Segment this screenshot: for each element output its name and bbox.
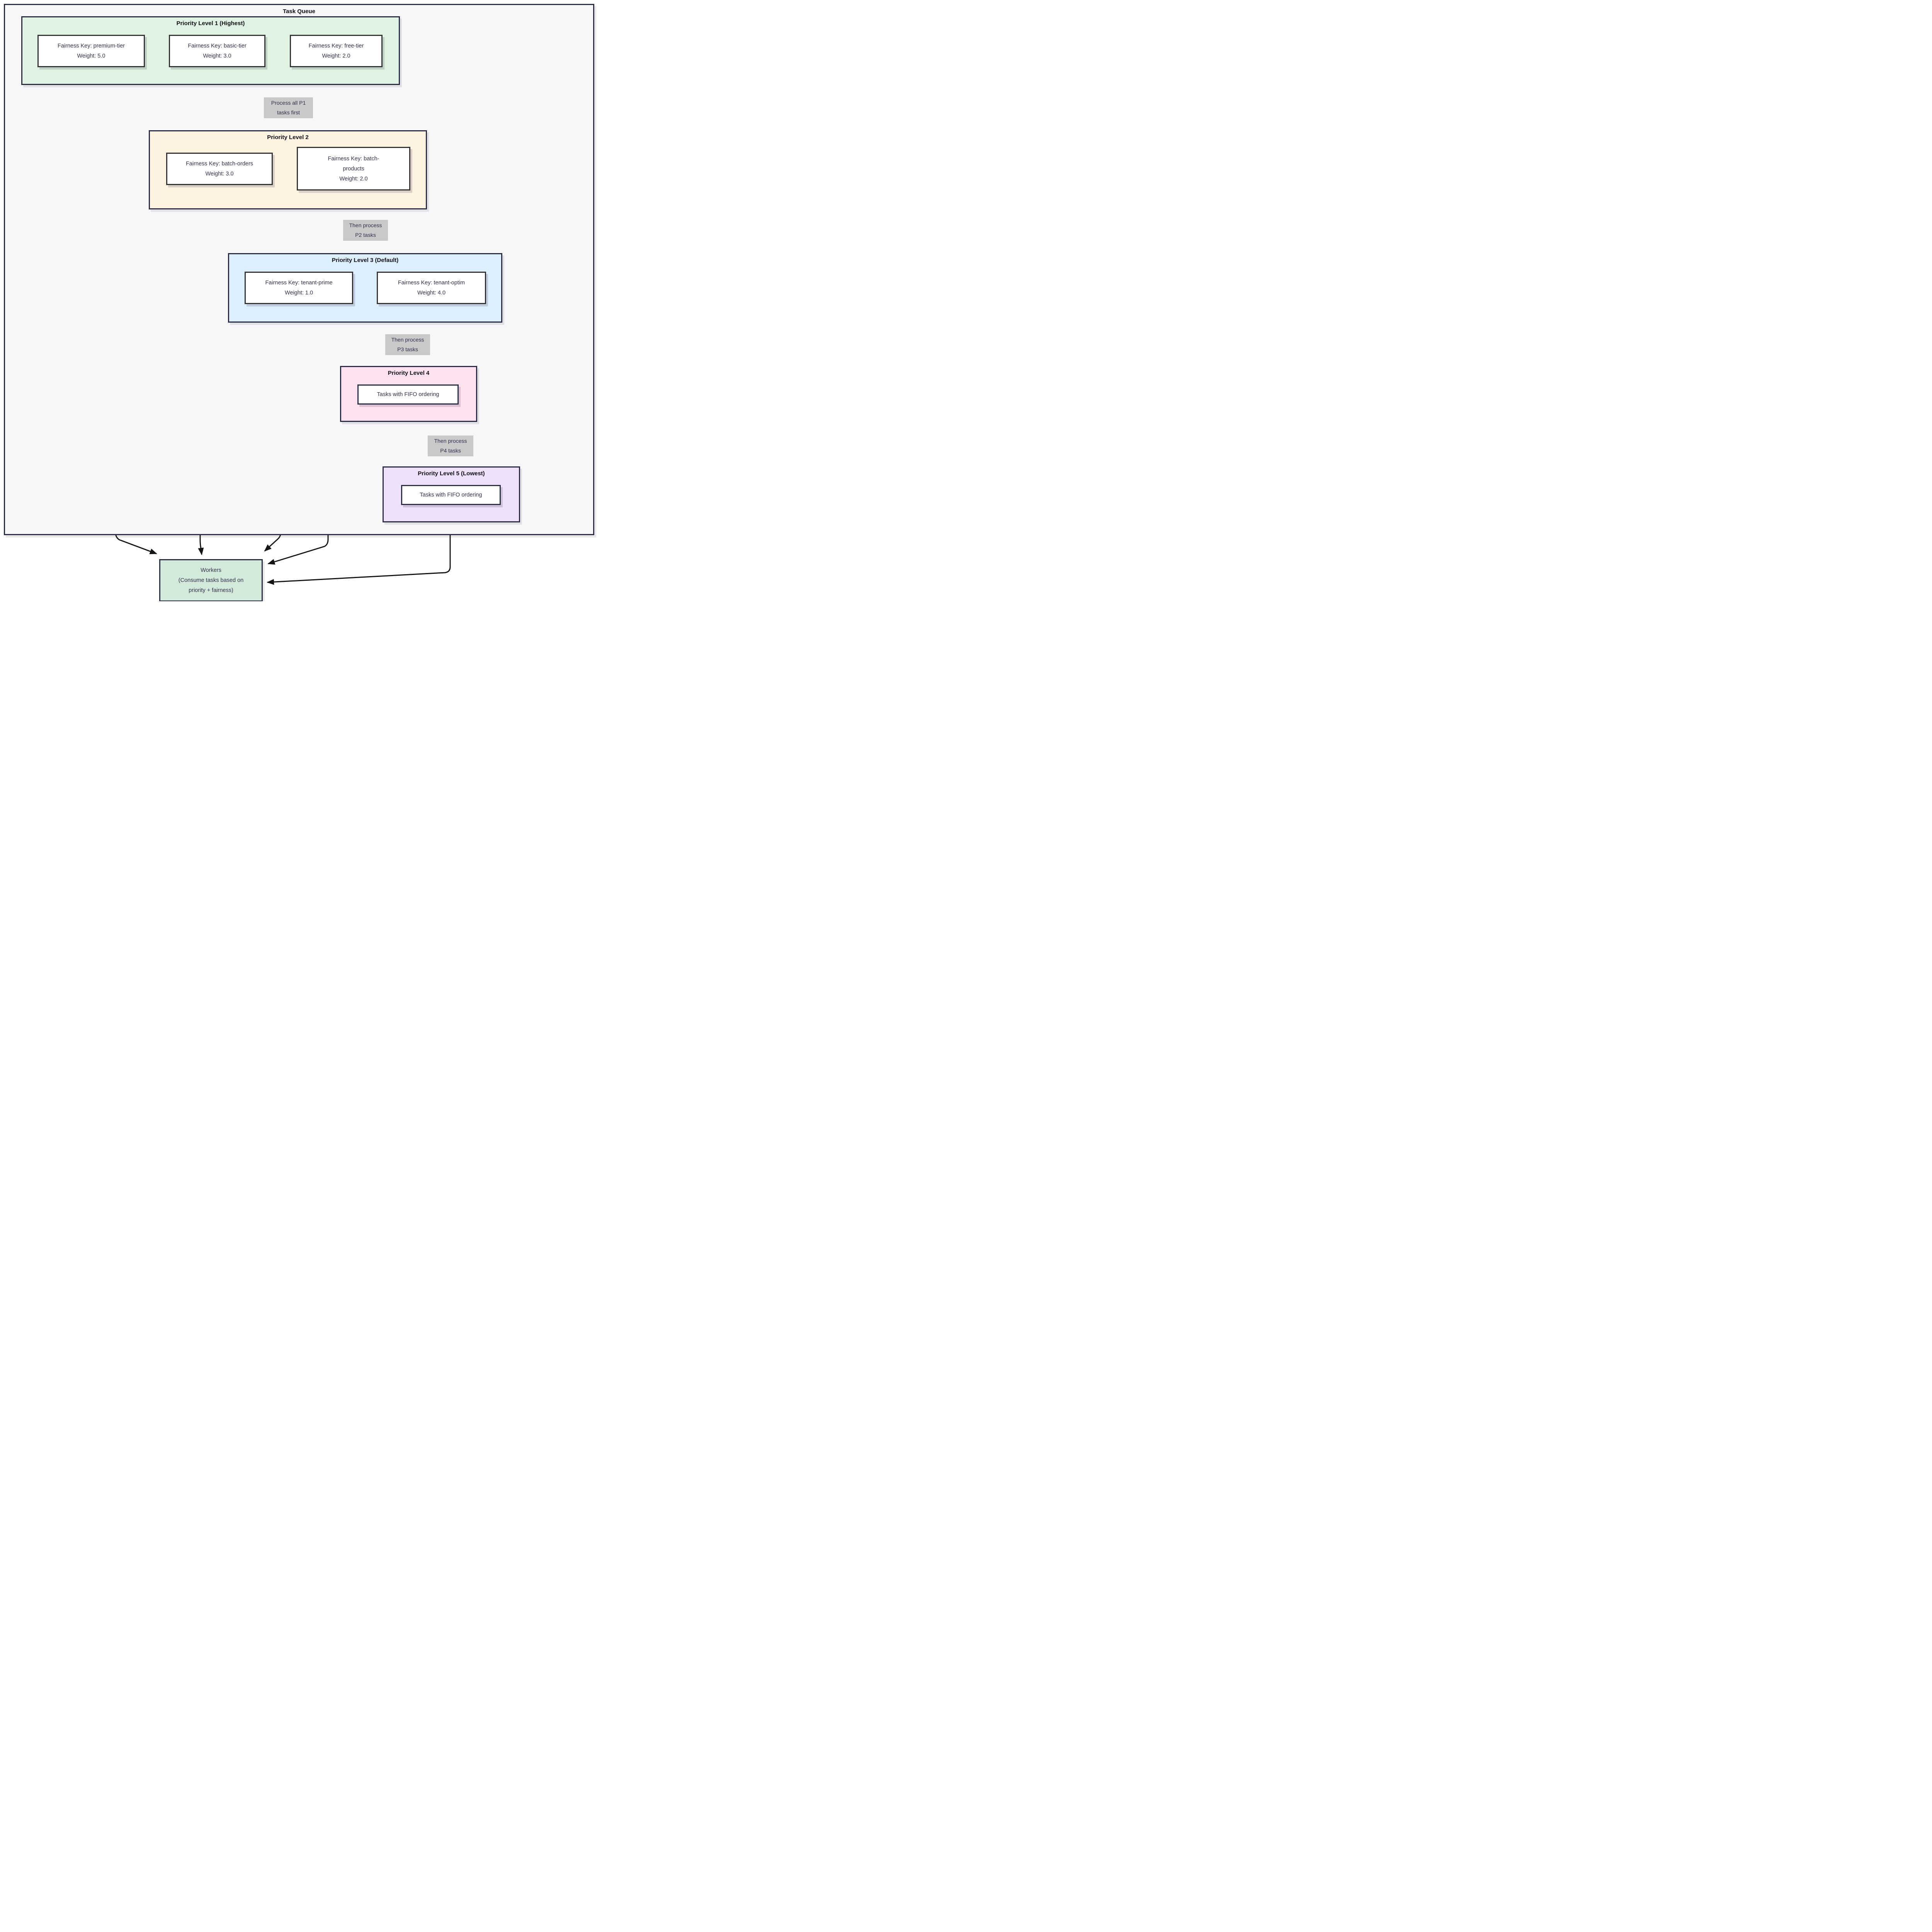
node-line: Fairness Key: batch-orders [185, 161, 253, 167]
group-title: Priority Level 3 (Default) [332, 257, 399, 264]
edge-label-process-p3: Then process P3 tasks [385, 334, 430, 355]
edge-label-process-p4: Then process P4 tasks [428, 435, 473, 456]
node-line: Workers [201, 567, 221, 573]
node-line: Weight: 3.0 [203, 53, 231, 59]
edge-label-process-p2: Then process P2 tasks [343, 220, 388, 241]
node-line: products [343, 165, 364, 172]
node-line: Fairness Key: premium-tier [57, 43, 125, 49]
node-line: Weight: 1.0 [284, 290, 313, 296]
edge-label-line: Then process [434, 438, 467, 444]
node-line: Weight: 2.0 [322, 53, 350, 59]
node-line: Fairness Key: free-tier [308, 43, 364, 49]
edge-label-line: Process all P1 [271, 100, 306, 106]
node-line: Weight: 4.0 [417, 290, 446, 296]
node-premium-tier: Fairness Key: premium-tier Weight: 5.0 [37, 35, 145, 67]
edge-label-line: P3 tasks [397, 346, 418, 352]
edge-label-process-p1: Process all P1 tasks first [264, 97, 313, 118]
node-line: Fairness Key: tenant-prime [265, 280, 333, 286]
node-tenant-optim: Fairness Key: tenant-optim Weight: 4.0 [377, 272, 486, 304]
node-line: Weight: 2.0 [339, 175, 368, 182]
group-title: Priority Level 2 [267, 134, 309, 141]
node-p5-fifo: Tasks with FIFO ordering [401, 485, 501, 505]
edge-label-line: Then process [349, 222, 382, 228]
group-title: Priority Level 1 (Highest) [176, 20, 245, 27]
node-p4-fifo: Tasks with FIFO ordering [357, 384, 459, 405]
diagram-title: Task Queue [283, 8, 315, 15]
flowchart-canvas: Task Queue Priority Level 1 (Highest) Pr… [0, 0, 596, 601]
group-title: Priority Level 5 (Lowest) [418, 470, 485, 477]
node-line: Tasks with FIFO ordering [377, 391, 439, 398]
node-batch-orders: Fairness Key: batch-orders Weight: 3.0 [166, 153, 273, 185]
node-line: (Consume tasks based on [178, 577, 244, 583]
edge-label-line: Then process [391, 337, 424, 343]
group-title: Priority Level 4 [388, 370, 430, 376]
edge-label-line: P4 tasks [440, 447, 461, 454]
node-line: Weight: 5.0 [77, 53, 105, 59]
node-tenant-prime: Fairness Key: tenant-prime Weight: 1.0 [245, 272, 353, 304]
node-batch-products: Fairness Key: batch- products Weight: 2.… [297, 147, 410, 190]
edge-p5-to-workers [267, 523, 451, 585]
node-basic-tier: Fairness Key: basic-tier Weight: 3.0 [169, 35, 265, 67]
node-line: Fairness Key: batch- [328, 155, 379, 162]
node-line: priority + fairness) [189, 587, 233, 594]
node-workers: Workers (Consume tasks based on priority… [159, 559, 263, 601]
node-line: Tasks with FIFO ordering [420, 492, 482, 498]
node-line: Weight: 3.0 [205, 171, 234, 177]
node-line: Fairness Key: tenant-optim [398, 280, 465, 286]
node-free-tier: Fairness Key: free-tier Weight: 2.0 [290, 35, 383, 67]
edge-label-line: tasks first [277, 109, 300, 116]
node-line: Fairness Key: basic-tier [188, 43, 247, 49]
edge-label-line: P2 tasks [355, 232, 376, 238]
